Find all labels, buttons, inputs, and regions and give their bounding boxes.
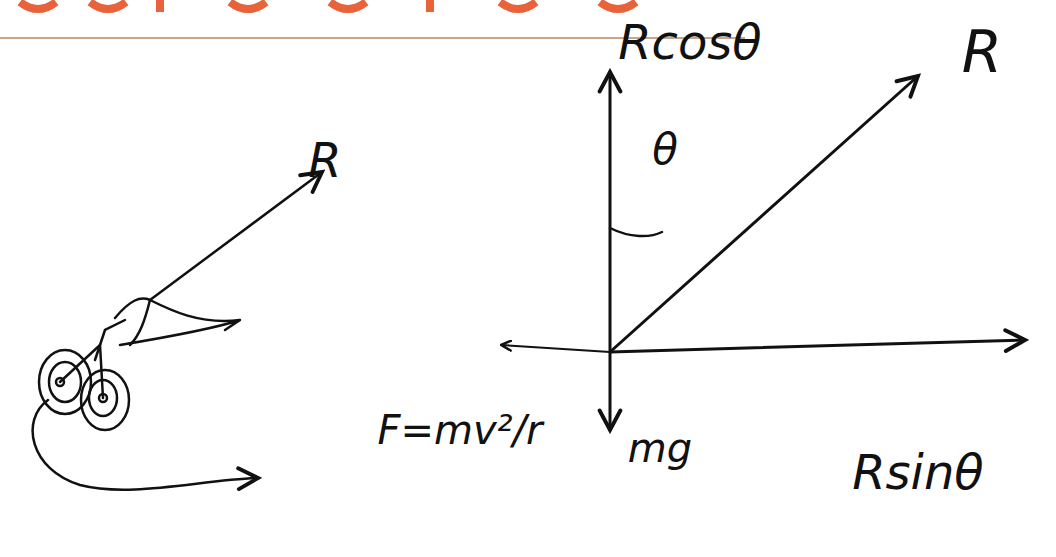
component-label: Rcosθ — [618, 18, 761, 66]
force-vectors — [502, 72, 1025, 430]
formula-label: F=mv²/r — [377, 410, 542, 450]
cyclist-sketch — [33, 172, 322, 490]
vertical-component — [609, 72, 612, 352]
weight-arrow — [609, 352, 612, 430]
component-label: Rsinθ — [852, 448, 983, 496]
heading-band — [0, 0, 745, 14]
force-label: R — [962, 23, 1002, 81]
force-label: R — [308, 136, 341, 184]
reaction-force — [610, 76, 918, 352]
horizontal-component — [610, 340, 1025, 352]
force-label: mg — [628, 428, 692, 468]
centripetal-arrow — [502, 345, 610, 352]
angle-arc — [610, 228, 662, 236]
heading-remnant — [20, 0, 636, 12]
angle-label: θ — [652, 129, 678, 171]
